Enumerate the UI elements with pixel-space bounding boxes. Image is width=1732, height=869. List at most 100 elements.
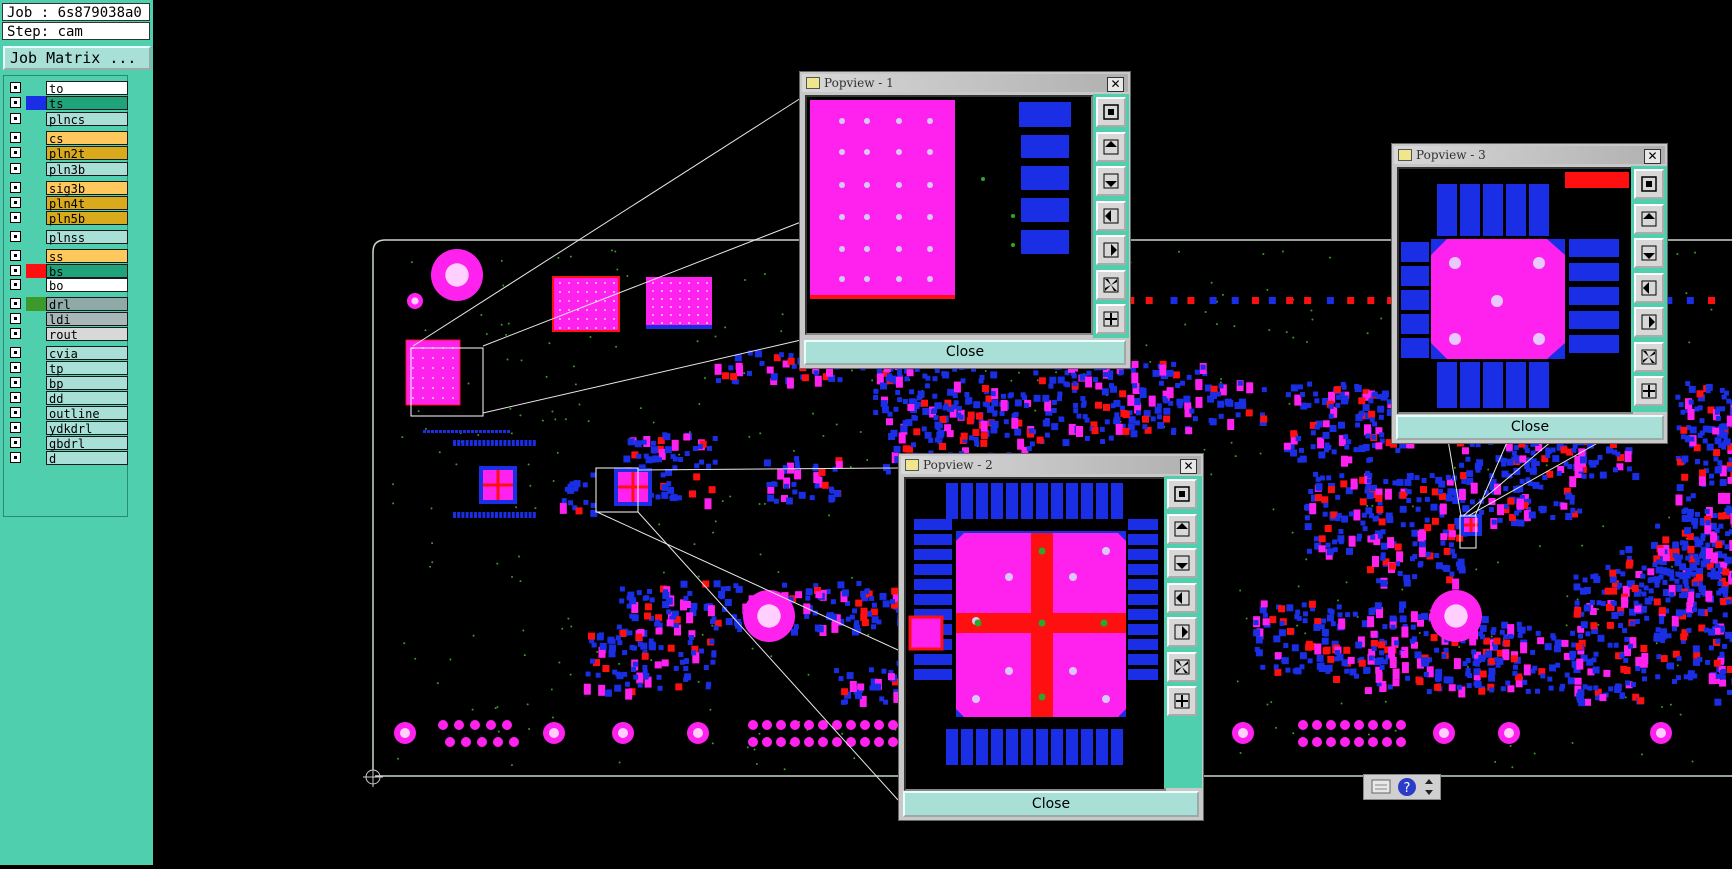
layer-row[interactable]: plncs (8, 112, 126, 126)
layer-checkbox[interactable] (10, 452, 21, 463)
layer-checkbox[interactable] (10, 347, 21, 358)
layer-color-swatch[interactable] (26, 391, 46, 405)
popview-1-close-button[interactable]: Close (804, 340, 1126, 365)
layer-checkbox[interactable] (10, 113, 21, 124)
popview-2-close-button[interactable]: Close (903, 791, 1199, 817)
layer-checkbox[interactable] (10, 82, 21, 93)
layer-checkbox[interactable] (10, 392, 21, 403)
layer-checkbox[interactable] (10, 147, 21, 158)
layer-row[interactable]: dd (8, 391, 126, 405)
layer-row[interactable]: ydkdrl (8, 421, 126, 435)
layer-checkbox[interactable] (10, 407, 21, 418)
layer-label[interactable]: ts (46, 96, 128, 110)
layer-label[interactable]: d (46, 451, 128, 465)
layer-label[interactable]: tp (46, 361, 128, 375)
zoom-in-button[interactable] (1167, 686, 1197, 716)
zoom-out-button[interactable] (1634, 342, 1664, 372)
layer-row[interactable]: drl (8, 297, 126, 311)
layer-color-swatch[interactable] (26, 81, 46, 95)
help-icon[interactable]: ? (1398, 778, 1416, 796)
layer-color-swatch[interactable] (26, 181, 46, 195)
layer-row[interactable]: d (8, 451, 126, 465)
layer-label[interactable]: bo (46, 278, 128, 292)
layer-checkbox[interactable] (10, 182, 21, 193)
popview-3-titlebar[interactable]: Popview - 3 ✕ (1394, 146, 1665, 164)
close-icon[interactable]: ✕ (1644, 149, 1661, 164)
layer-label[interactable]: ss (46, 249, 128, 263)
layer-row[interactable]: sig3b (8, 181, 126, 195)
job-matrix-button[interactable]: Job Matrix ... (3, 46, 151, 70)
zoom-in-button[interactable] (1096, 304, 1126, 334)
zoom-in-button[interactable] (1634, 376, 1664, 406)
pan-left-button[interactable] (1096, 201, 1126, 231)
layer-label[interactable]: cvia (46, 346, 128, 360)
layer-row[interactable]: ldi (8, 312, 126, 326)
layer-color-swatch[interactable] (26, 146, 46, 160)
layer-color-swatch[interactable] (26, 278, 46, 292)
layer-checkbox[interactable] (10, 132, 21, 143)
layer-checkbox[interactable] (10, 197, 21, 208)
layer-row[interactable]: pln4t (8, 196, 126, 210)
layer-row[interactable]: plnss (8, 230, 126, 244)
pan-up-button[interactable] (1096, 132, 1126, 162)
layer-color-swatch[interactable] (26, 346, 46, 360)
layer-checkbox[interactable] (10, 163, 21, 174)
layer-row[interactable]: pln3b (8, 162, 126, 176)
zoom-fit-button[interactable] (1634, 169, 1664, 199)
close-icon[interactable]: ✕ (1180, 459, 1197, 474)
screen-icon[interactable] (1372, 780, 1390, 793)
zoom-out-button[interactable] (1167, 652, 1197, 682)
layer-color-swatch[interactable] (26, 112, 46, 126)
popview-1[interactable]: Popview - 1 ✕ Close (799, 71, 1131, 369)
layer-checkbox[interactable] (10, 313, 21, 324)
popview-1-view[interactable] (805, 95, 1093, 335)
layer-color-swatch[interactable] (26, 436, 46, 450)
layer-label[interactable]: plncs (46, 112, 128, 126)
layer-checkbox[interactable] (10, 279, 21, 290)
popview-3-view[interactable] (1397, 167, 1633, 414)
layer-label[interactable]: bp (46, 376, 128, 390)
layer-label[interactable]: sig3b (46, 181, 128, 195)
layer-checkbox[interactable] (10, 298, 21, 309)
layer-label[interactable]: pln2t (46, 146, 128, 160)
layer-row[interactable]: pln2t (8, 146, 126, 160)
layer-color-swatch[interactable] (26, 264, 46, 278)
pan-right-button[interactable] (1167, 617, 1197, 647)
layer-label[interactable]: pln5b (46, 211, 128, 225)
layer-checkbox[interactable] (10, 362, 21, 373)
layer-checkbox[interactable] (10, 422, 21, 433)
layer-label[interactable]: ldi (46, 312, 128, 326)
layer-row[interactable]: ss (8, 249, 126, 263)
layer-color-swatch[interactable] (26, 451, 46, 465)
layer-color-swatch[interactable] (26, 96, 46, 110)
layer-row[interactable]: bp (8, 376, 126, 390)
layer-label[interactable]: bs (46, 264, 128, 278)
pan-right-button[interactable] (1096, 235, 1126, 265)
pan-down-button[interactable] (1634, 238, 1664, 268)
layer-row[interactable]: outline (8, 406, 126, 420)
layer-color-swatch[interactable] (26, 230, 46, 244)
layer-row[interactable]: gbdrl (8, 436, 126, 450)
popview-2[interactable]: Popview - 2 ✕ Close (898, 453, 1204, 821)
layer-checkbox[interactable] (10, 377, 21, 388)
layer-color-swatch[interactable] (26, 249, 46, 263)
layer-color-swatch[interactable] (26, 297, 46, 311)
layer-label[interactable]: cs (46, 131, 128, 145)
layer-checkbox[interactable] (10, 212, 21, 223)
layer-row[interactable]: cvia (8, 346, 126, 360)
popview-2-titlebar[interactable]: Popview - 2 ✕ (901, 456, 1201, 474)
layer-checkbox[interactable] (10, 328, 21, 339)
popview-2-view[interactable] (904, 477, 1166, 791)
layer-label[interactable]: outline (46, 406, 128, 420)
layer-color-swatch[interactable] (26, 421, 46, 435)
layer-color-swatch[interactable] (26, 376, 46, 390)
layer-label[interactable]: pln4t (46, 196, 128, 210)
layer-color-swatch[interactable] (26, 162, 46, 176)
popview-1-titlebar[interactable]: Popview - 1 ✕ (802, 74, 1128, 92)
pan-up-button[interactable] (1167, 514, 1197, 544)
layer-row[interactable]: bo (8, 278, 126, 292)
layer-color-swatch[interactable] (26, 196, 46, 210)
layer-checkbox[interactable] (10, 265, 21, 276)
layer-row[interactable]: bs (8, 264, 126, 278)
layer-label[interactable]: rout (46, 327, 128, 341)
